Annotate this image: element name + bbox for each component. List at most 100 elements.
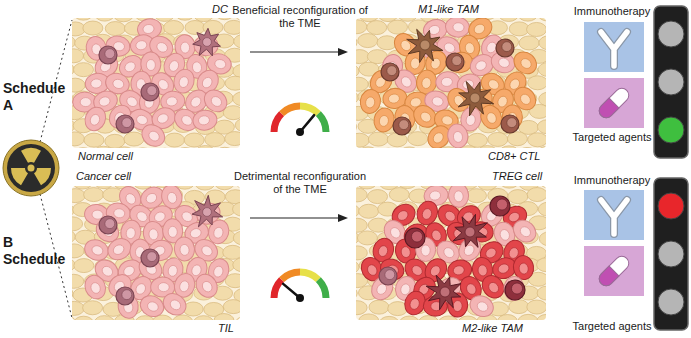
drawing-part bbox=[584, 246, 644, 296]
drawing-part bbox=[141, 83, 159, 101]
tumor-cell bbox=[446, 122, 470, 148]
stromal-cell bbox=[175, 148, 195, 149]
immune-cell bbox=[99, 216, 117, 234]
stromal-cell bbox=[467, 133, 487, 147]
drawing-part bbox=[81, 104, 109, 134]
stromal-cell bbox=[369, 300, 389, 314]
drawing-part bbox=[147, 86, 157, 96]
drawing-part bbox=[250, 51, 340, 52]
drawing-part bbox=[168, 298, 182, 312]
drawing-part bbox=[282, 106, 300, 114]
cell-label: CD8+ CTL bbox=[488, 150, 540, 163]
drawing-part bbox=[148, 228, 158, 240]
drawing-part bbox=[504, 276, 525, 301]
stromal-cell bbox=[379, 316, 399, 320]
drawing-part bbox=[122, 290, 132, 300]
drawing-part bbox=[80, 98, 91, 107]
stromal-cell bbox=[175, 18, 195, 20]
drawing-part bbox=[446, 53, 464, 71]
stromal-cell bbox=[225, 132, 240, 146]
drawing-part bbox=[11, 168, 28, 185]
drawing-part bbox=[200, 244, 214, 258]
drawing-part bbox=[91, 244, 105, 256]
process-arrow bbox=[250, 48, 348, 56]
drawing-part bbox=[159, 289, 190, 319]
drawing-part bbox=[601, 200, 627, 234]
stromal-cell bbox=[517, 147, 537, 148]
drawing-part bbox=[105, 219, 115, 229]
gauge-meter bbox=[274, 106, 326, 136]
drawing-part bbox=[180, 42, 190, 53]
drawing-part bbox=[99, 216, 117, 234]
stromal-cell bbox=[235, 118, 240, 132]
tumor-cell bbox=[372, 106, 396, 133]
immune-cell bbox=[496, 39, 514, 57]
cell-label: Normal cell bbox=[78, 150, 133, 163]
drawing-part bbox=[112, 243, 126, 256]
drawing-part bbox=[135, 210, 149, 224]
drawing-part bbox=[389, 226, 403, 240]
immune-cell bbox=[99, 46, 117, 64]
drawing-part bbox=[168, 226, 177, 237]
drawing-part bbox=[485, 111, 498, 125]
drawing-part bbox=[274, 114, 282, 132]
immune-cell bbox=[405, 228, 425, 248]
drawing-part bbox=[421, 245, 430, 256]
drawing-part bbox=[472, 22, 486, 35]
drawing-part bbox=[137, 292, 167, 320]
immune-cell bbox=[116, 115, 134, 133]
stromal-cell bbox=[84, 133, 104, 147]
stromal-cell bbox=[518, 314, 538, 320]
stromal-cell bbox=[74, 316, 94, 320]
drawing-part bbox=[596, 98, 619, 121]
stromal-cell bbox=[105, 134, 125, 148]
stromal-cell bbox=[73, 18, 93, 20]
stromal-cell bbox=[519, 36, 539, 50]
tumor-cell bbox=[105, 101, 135, 132]
cell-label: Cancer cell bbox=[76, 170, 131, 183]
antibody-icon bbox=[584, 190, 644, 240]
stromal-cell bbox=[72, 78, 85, 92]
drawing-part bbox=[454, 191, 464, 203]
stromal-cell bbox=[499, 186, 519, 188]
drawing-part bbox=[658, 117, 684, 143]
drawing-part bbox=[428, 264, 442, 278]
immune-cell bbox=[446, 53, 464, 71]
drawing-part bbox=[658, 193, 684, 219]
stromal-cell bbox=[72, 230, 75, 244]
radiation-symbol bbox=[3, 140, 59, 196]
drawing-part bbox=[519, 57, 533, 71]
drawing-part bbox=[458, 81, 494, 115]
stromal-cell bbox=[74, 259, 94, 273]
drawing-part bbox=[209, 95, 223, 109]
drawing-part bbox=[192, 195, 223, 227]
drawing-part bbox=[100, 264, 114, 278]
drawing-part bbox=[476, 300, 490, 313]
drawing-part bbox=[200, 76, 214, 90]
drawing-part bbox=[98, 96, 111, 108]
drawing-part bbox=[147, 129, 161, 143]
stromal-cell bbox=[488, 132, 508, 146]
stromal-cell bbox=[399, 316, 419, 320]
drawing-part bbox=[116, 287, 134, 305]
drawing-part bbox=[198, 115, 210, 125]
drawing-part bbox=[387, 66, 397, 76]
stromal-cell bbox=[356, 35, 357, 49]
drawing-part bbox=[296, 294, 304, 302]
stromal-cell bbox=[356, 286, 357, 300]
tumor-cell bbox=[81, 104, 109, 134]
drawing-part bbox=[300, 272, 318, 280]
drawing-part bbox=[658, 289, 684, 315]
stromal-cell bbox=[527, 188, 546, 202]
drawing-part bbox=[296, 128, 304, 136]
stromal-cell bbox=[356, 260, 359, 274]
stromal-cell bbox=[388, 20, 408, 34]
drawing-part bbox=[7, 144, 55, 192]
drawing-part bbox=[405, 228, 425, 248]
drawing-part bbox=[399, 120, 409, 130]
drawing-part bbox=[166, 191, 178, 204]
drawing-part bbox=[300, 106, 318, 114]
drawing-part bbox=[156, 112, 170, 125]
drawing-part bbox=[420, 40, 430, 50]
drawing-part bbox=[112, 78, 125, 90]
